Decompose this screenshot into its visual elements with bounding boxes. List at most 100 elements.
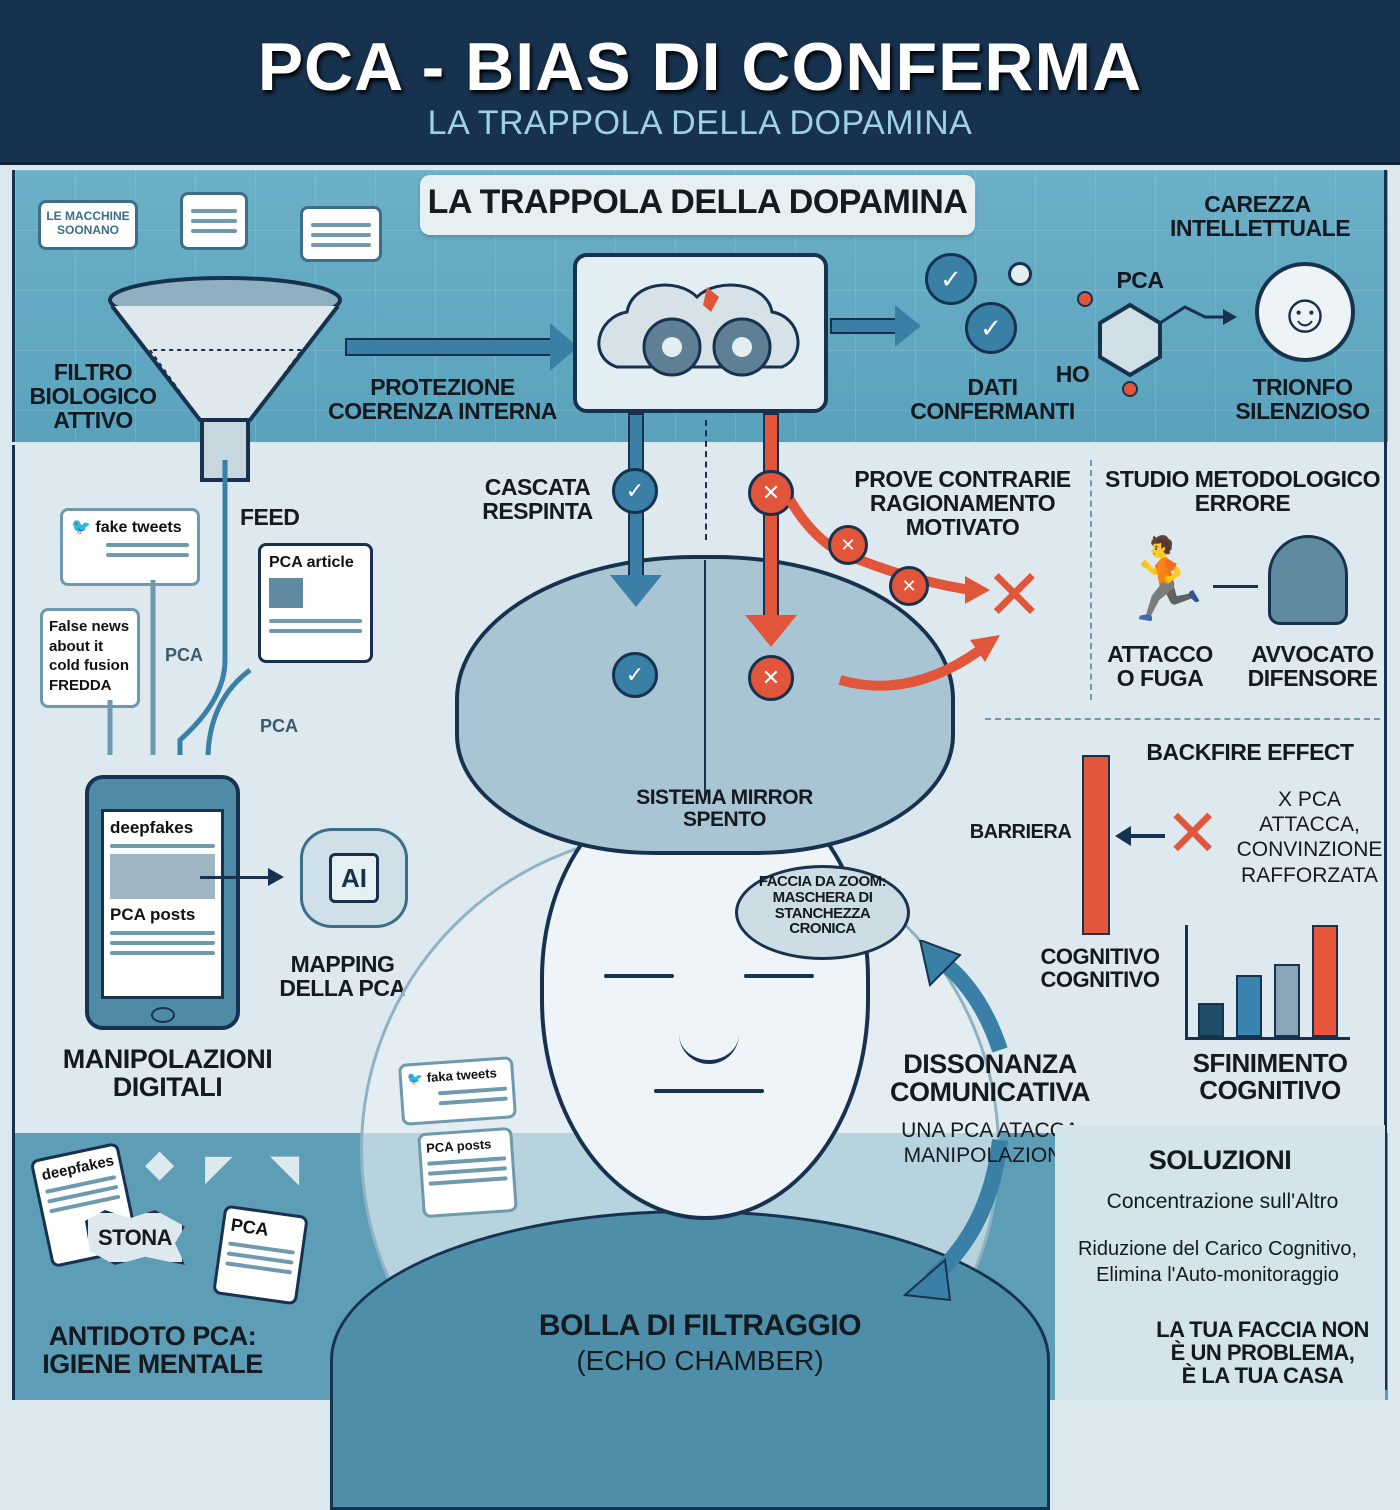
dashed-divider [705,420,707,540]
solution-item: Riduzione del Carico Cognitivo,Elimina l… [1077,1238,1358,1286]
brain-midline [704,560,706,800]
red-arrow-head [745,615,797,647]
check-icon: ✓ [925,253,977,305]
message-card [180,192,248,250]
big-x-icon: ✕ [1165,796,1221,870]
backfire-title: BACKFIRE EFFECT [1146,739,1354,765]
x-icon: ✕ [889,566,929,606]
chart-bar [1198,1003,1224,1037]
page-title: PCA - BIAS DI CONFERMA [257,29,1143,105]
check-icon: ✓ [612,652,658,698]
arrow-head [1115,826,1131,846]
filter-bubble-label: BOLLA DI FILTRAGGIO [538,1309,862,1342]
exhaustion-bar-chart [1185,925,1350,1040]
brain-gears-box [573,253,828,413]
dashed-divider [985,718,1380,720]
red-arrow-shaft [763,413,779,623]
phone-icon: deepfakes PCA posts [85,775,240,1030]
chart-bar [1274,964,1300,1037]
arrow-to-lawyer [1213,585,1258,588]
phone-pca-posts: PCA posts [110,905,196,924]
header-banner [0,0,1400,165]
x-icon: ✕ [748,470,794,516]
antidote-label: ANTIDOTO PCA:IGIENE MENTALE [42,1321,263,1380]
mouth [654,1089,764,1093]
shard-fragment: ◤ [205,1147,233,1188]
bubble-pca-card: PCA posts [417,1126,518,1219]
pca-shard: PCA [212,1204,309,1306]
solutions-title: SOLUZIONI [1148,1145,1292,1175]
arrow-to-ai [200,876,270,879]
blue-arrow-head [610,575,662,607]
message-card [300,206,382,262]
solution-item: Concentrazione sull'Altro [1106,1190,1339,1213]
molecule-label: PCA [1116,267,1164,293]
chart-bar [1236,975,1262,1037]
phone-deepfakes: deepfakes [110,818,194,837]
ai-brain-chip-icon: AI [300,828,408,928]
dashed-divider [1090,460,1092,700]
barrier-label: BARRIERA [969,821,1072,843]
bird-icon: 🐦 [71,519,91,536]
running-person-icon: 🏃 [1115,535,1215,624]
feed-arrows [107,460,252,756]
nose [679,1034,739,1064]
lawyer-icon [1268,535,1348,625]
fake-tweets-card: 🐦 fake tweets [60,508,200,586]
pca-tag: PCA [165,645,204,665]
check-icon: ✓ [965,302,1017,354]
arrow-to-data [830,318,900,334]
arrow-head [268,868,284,886]
pca-tag: PCA [260,716,299,736]
feed-label: FEED [240,504,300,530]
shard-fragment: ◆ [145,1143,175,1185]
dopamine-molecule-icon [1077,291,1237,397]
funnel-icon [108,276,342,482]
x-icon: ✕ [828,525,868,565]
check-icon: ✓ [612,468,658,514]
shard-fragment: ◥ [270,1148,300,1190]
big-x-icon: ✕ [985,556,1044,634]
x-icon: ✕ [748,655,794,701]
arrow-to-barrier [1120,834,1165,838]
arrow-protection [345,338,555,356]
bubble-tweet-card: 🐦 faka tweets [397,1056,518,1126]
node-icon [1008,262,1032,286]
closed-eye-icon [744,974,814,978]
cycle-arrows [902,940,1008,1302]
smiley-icon: ☺ [1255,262,1355,362]
section-heading: LA TRAPPOLA DELLA DOPAMINA [420,175,975,235]
arrow-head [895,305,921,347]
barrier-bar [1082,755,1110,935]
gears-brain-icon [597,283,800,377]
chart-bar [1312,925,1338,1037]
pca-article-card: PCA article [258,543,373,663]
bird-icon: 🐦 [406,1070,424,1087]
stona-shard: STONA [85,1210,185,1265]
right-frame-line [1384,170,1387,1390]
page-subtitle: LA TRAPPOLA DELLA DOPAMINA [427,104,973,142]
speech-bubble: LE MACCHINE SOONANO [38,200,138,250]
solutions-panel [1055,1125,1385,1400]
echo-chamber-label: (ECHO CHAMBER) [576,1345,824,1376]
